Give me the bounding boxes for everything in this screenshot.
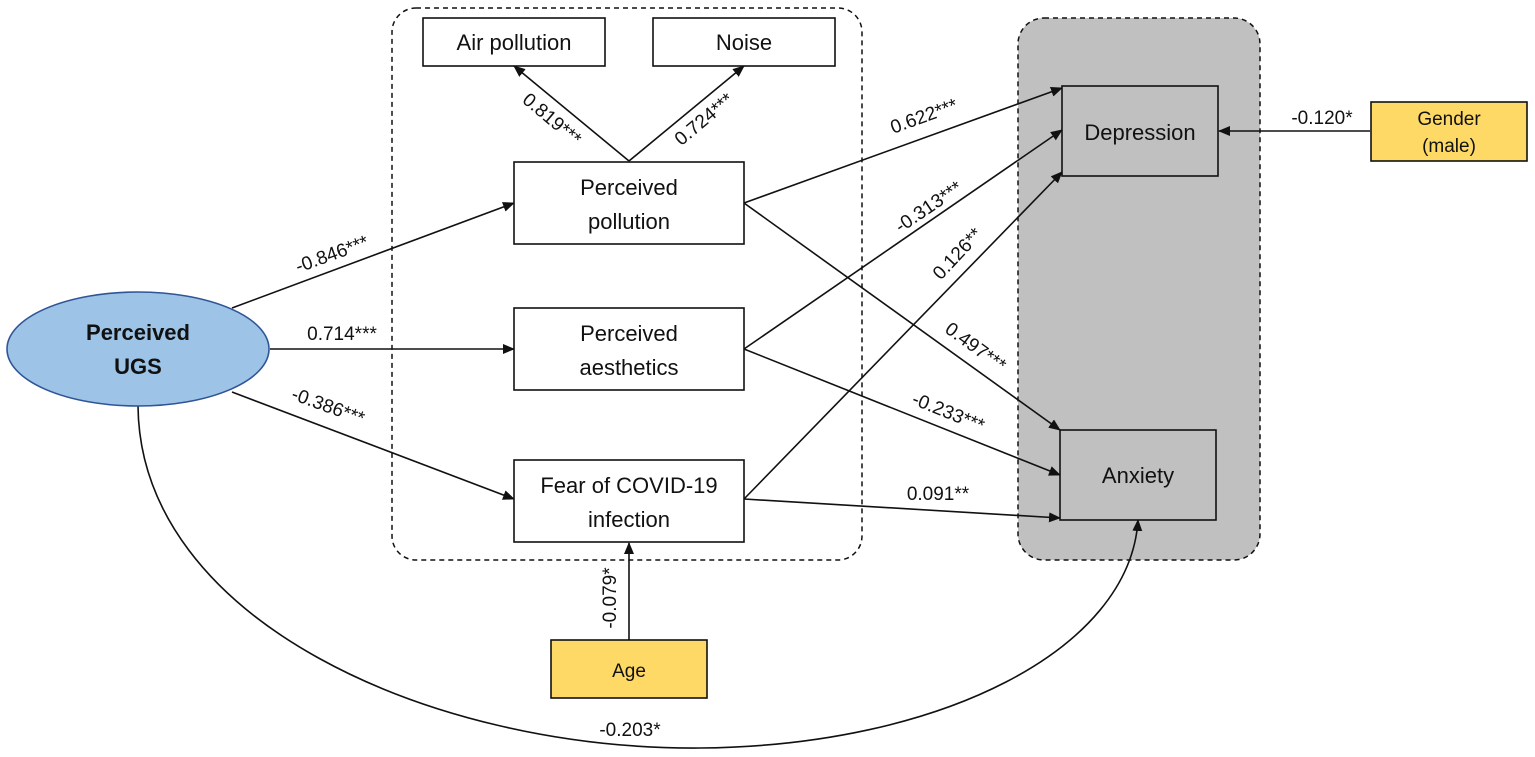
coef-pollution-to-depression: 0.622*** (888, 95, 961, 139)
anxiety-label: Anxiety (1102, 463, 1174, 488)
coef-age-to-fear: -0.079* (600, 567, 621, 629)
noise-label: Noise (716, 30, 772, 55)
coef-fear-to-depression: 0.126** (929, 224, 987, 284)
coef-pollution-to-anxiety: 0.497*** (941, 319, 1010, 377)
perceived-aesthetics-node (513, 307, 745, 391)
edge-aesthetics-to-anxiety (743, 348, 1061, 476)
depression-label: Depression (1084, 120, 1195, 145)
anxiety-node (1059, 429, 1217, 521)
coef-fear-to-anxiety: 0.091** (907, 484, 970, 505)
perceived-pollution-node (513, 161, 745, 245)
perceived-aesthetics-label-line1: Perceived (580, 321, 678, 346)
edge-fear-to-anxiety (743, 498, 1061, 523)
edge-ugs-to-pollution (231, 202, 515, 309)
edge-ugs-to-anxiety (137, 405, 1143, 749)
gender-node (1370, 101, 1528, 162)
perceived-ugs-node (6, 291, 270, 407)
fear-covid-label-line1: Fear of COVID-19 (540, 473, 717, 498)
perceived-pollution-label-line1: Perceived (580, 175, 678, 200)
air-pollution-node (422, 17, 606, 67)
edge-pollution-to-anxiety (743, 202, 1061, 431)
edge-pollution-to-noise (628, 65, 745, 162)
coef-ugs-to-anxiety: -0.203* (599, 720, 661, 741)
noise-node (652, 17, 836, 67)
perceived-ugs-label-line2: UGS (114, 354, 162, 379)
edge-fear-to-depression (743, 171, 1063, 500)
air-pollution-label: Air pollution (457, 30, 572, 55)
perceived-pollution-label-line2: pollution (588, 209, 670, 234)
perceived-aesthetics-label-line2: aesthetics (579, 355, 678, 380)
fear-covid-label-line2: infection (588, 507, 670, 532)
edge-pollution-to-depression (743, 87, 1063, 204)
perceived-ugs-label-line1: Perceived (86, 320, 190, 345)
coef-gender-to-depression: -0.120* (1291, 108, 1353, 129)
edge-aesthetics-to-depression (743, 129, 1063, 350)
mediators-group (391, 7, 863, 561)
coef-ugs-to-fear: -0.386*** (289, 384, 368, 430)
fear-covid-node (513, 459, 745, 543)
age-label: Age (612, 661, 646, 682)
depression-node (1061, 85, 1219, 177)
gender-label-line2: (male) (1422, 136, 1476, 157)
gender-label-line1: Gender (1417, 109, 1481, 130)
age-node (550, 639, 708, 699)
edge-pollution-to-air (513, 65, 630, 162)
coef-aesthetics-to-depression: -0.313*** (892, 177, 967, 237)
edge-ugs-to-fear (231, 391, 515, 500)
coef-pollution-to-air: 0.819*** (518, 89, 585, 150)
coef-ugs-to-aesthetics: 0.714*** (307, 324, 377, 345)
